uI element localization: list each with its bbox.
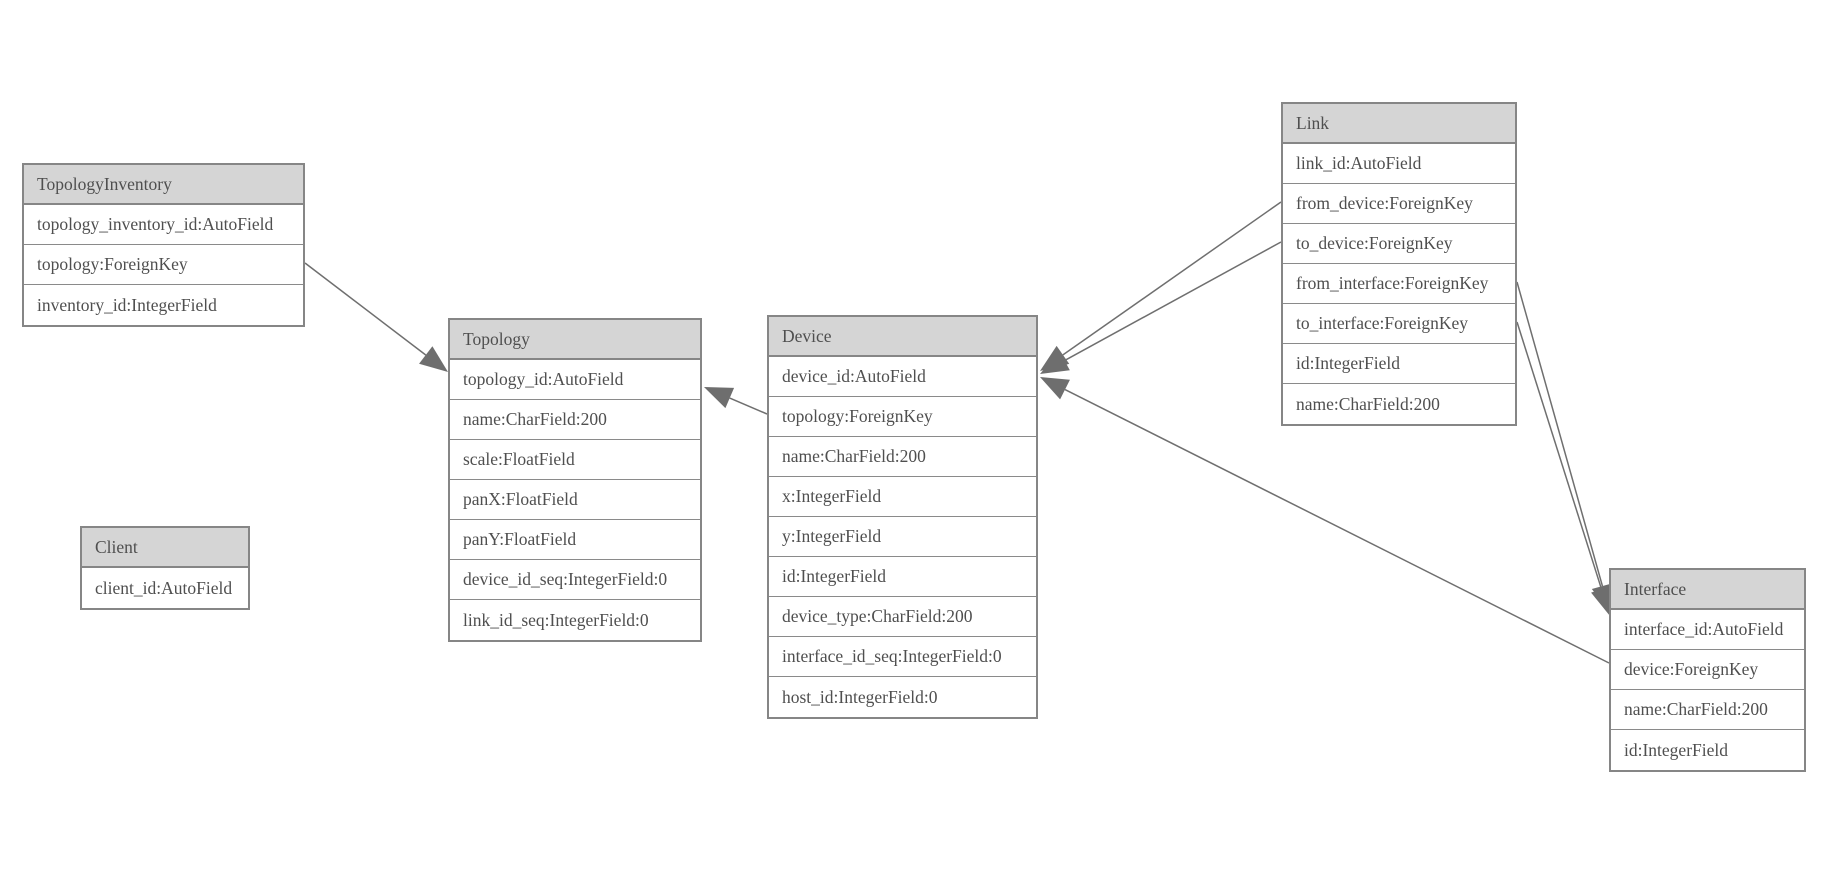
edge-link-to-device-to-device	[1064, 241, 1282, 362]
edge-interface-to-device	[1064, 388, 1610, 664]
entity-table-topology: Topology topology_id:AutoField name:Char…	[448, 318, 702, 642]
field-row: y:IntegerField	[769, 517, 1036, 557]
field-row: device_id_seq:IntegerField:0	[450, 560, 700, 600]
field-row: from_interface:ForeignKey	[1283, 264, 1515, 304]
entity-title-client: Client	[82, 528, 248, 568]
entity-table-topologyinventory: TopologyInventory topology_inventory_id:…	[22, 163, 305, 327]
entity-title-topology: Topology	[450, 320, 700, 360]
field-row: interface_id_seq:IntegerField:0	[769, 637, 1036, 677]
field-row: device_type:CharField:200	[769, 597, 1036, 637]
field-row: inventory_id:IntegerField	[24, 285, 303, 325]
field-row: name:CharField:200	[1283, 384, 1515, 424]
entity-title-device: Device	[769, 317, 1036, 357]
field-row: name:CharField:200	[450, 400, 700, 440]
field-row: to_device:ForeignKey	[1283, 224, 1515, 264]
edge-link-from-device-to-device	[1062, 201, 1282, 356]
arrowhead-icon	[1040, 350, 1070, 374]
field-row: name:CharField:200	[769, 437, 1036, 477]
field-row: link_id_seq:IntegerField:0	[450, 600, 700, 640]
field-row: topology:ForeignKey	[769, 397, 1036, 437]
field-row: topology_inventory_id:AutoField	[24, 205, 303, 245]
field-row: topology_id:AutoField	[450, 360, 700, 400]
entity-title-topologyinventory: TopologyInventory	[24, 165, 303, 205]
field-row: device:ForeignKey	[1611, 650, 1804, 690]
field-row: device_id:AutoField	[769, 357, 1036, 397]
field-row: panX:FloatField	[450, 480, 700, 520]
field-row: client_id:AutoField	[82, 568, 248, 608]
field-row: from_device:ForeignKey	[1283, 184, 1515, 224]
field-row: host_id:IntegerField:0	[769, 677, 1036, 717]
field-row: scale:FloatField	[450, 440, 700, 480]
entity-table-link: Link link_id:AutoField from_device:Forei…	[1281, 102, 1517, 426]
field-row: interface_id:AutoField	[1611, 610, 1804, 650]
arrowhead-icon	[1040, 377, 1070, 400]
field-row: topology:ForeignKey	[24, 245, 303, 285]
entity-title-interface: Interface	[1611, 570, 1804, 610]
field-row: panY:FloatField	[450, 520, 700, 560]
field-row: id:IntegerField	[1611, 730, 1804, 770]
field-row: to_interface:ForeignKey	[1283, 304, 1515, 344]
entity-table-client: Client client_id:AutoField	[80, 526, 250, 610]
entity-table-device: Device device_id:AutoField topology:Fore…	[767, 315, 1038, 719]
entity-table-interface: Interface interface_id:AutoField device:…	[1609, 568, 1806, 772]
field-row: id:IntegerField	[769, 557, 1036, 597]
field-row: link_id:AutoField	[1283, 144, 1515, 184]
arrowhead-icon	[704, 387, 735, 409]
edge-topologyinventory-to-topology	[304, 262, 427, 356]
entity-title-link: Link	[1283, 104, 1515, 144]
arrowhead-icon	[1591, 585, 1613, 616]
arrowhead-icon	[419, 346, 448, 372]
field-row: id:IntegerField	[1283, 344, 1515, 384]
field-row: name:CharField:200	[1611, 690, 1804, 730]
edge-device-to-topology	[729, 397, 768, 415]
field-row: x:IntegerField	[769, 477, 1036, 517]
edge-link-to-interface-to-interface	[1516, 321, 1603, 590]
edge-link-from-interface-to-interface	[1516, 281, 1604, 587]
